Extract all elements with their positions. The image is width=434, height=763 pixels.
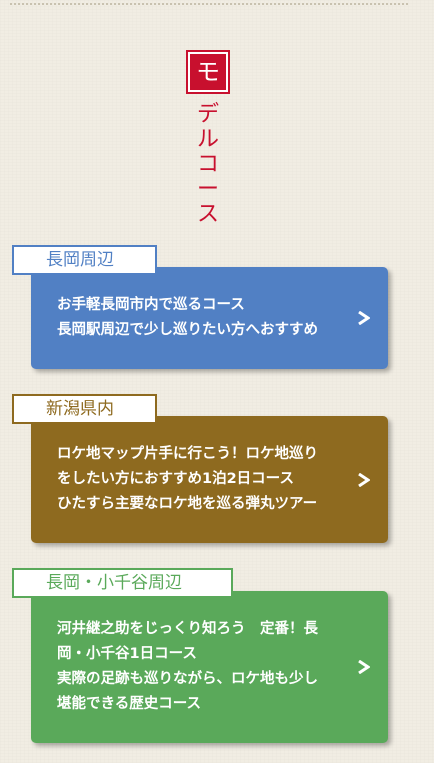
course-card-nagaoka[interactable]: お手軽長岡市内で巡るコース 長岡駅周辺で少し巡りたい方へおすすめ: [31, 267, 388, 369]
course-line: 河井継之助をじっくり知ろう 定番！長: [57, 621, 318, 637]
course-tab-nagaoka-ojiya: 長岡・小千谷周辺: [12, 568, 233, 598]
course-line: 堪能できる歴史コース: [57, 696, 201, 712]
top-divider: [10, 0, 408, 5]
section-title: モ デルコース: [185, 50, 231, 227]
course-section-nagaoka: 長岡周辺 お手軽長岡市内で巡るコース 長岡駅周辺で少し巡りたい方へおすすめ: [12, 245, 388, 369]
course-card-niigata[interactable]: ロケ地マップ片手に行こう！ロケ地巡り をしたい方におすすめ1泊2日コース ひたす…: [31, 416, 388, 543]
course-line: お手軽長岡市内で巡るコース: [57, 297, 245, 313]
chevron-right-icon: [358, 660, 370, 674]
chevron-right-icon: [358, 472, 370, 487]
course-line: ひたすら主要なロケ地を巡る弾丸ツアー: [57, 496, 318, 512]
course-line: 長岡駅周辺で少し巡りたい方へおすすめ: [57, 322, 318, 338]
chevron-right-icon: [358, 311, 370, 325]
course-tab-niigata: 新潟県内: [12, 394, 157, 424]
course-section-niigata: 新潟県内 ロケ地マップ片手に行こう！ロケ地巡り をしたい方におすすめ1泊2日コー…: [12, 394, 388, 543]
course-section-nagaoka-ojiya: 長岡・小千谷周辺 河井継之助をじっくり知ろう 定番！長 岡・小千谷1日コース 実…: [12, 568, 388, 743]
title-rest: デルコース: [196, 102, 219, 227]
course-line: をしたい方におすすめ1泊2日コース: [57, 471, 294, 487]
course-line: 岡・小千谷1日コース: [57, 646, 197, 662]
course-card-nagaoka-ojiya[interactable]: 河井継之助をじっくり知ろう 定番！長 岡・小千谷1日コース 実際の足跡も巡りなが…: [31, 591, 388, 743]
course-line: ロケ地マップ片手に行こう！ロケ地巡り: [57, 446, 318, 462]
title-first-char: モ: [186, 50, 230, 94]
course-tab-nagaoka: 長岡周辺: [12, 245, 157, 275]
course-line: 実際の足跡も巡りながら、ロケ地も少し: [57, 671, 318, 687]
